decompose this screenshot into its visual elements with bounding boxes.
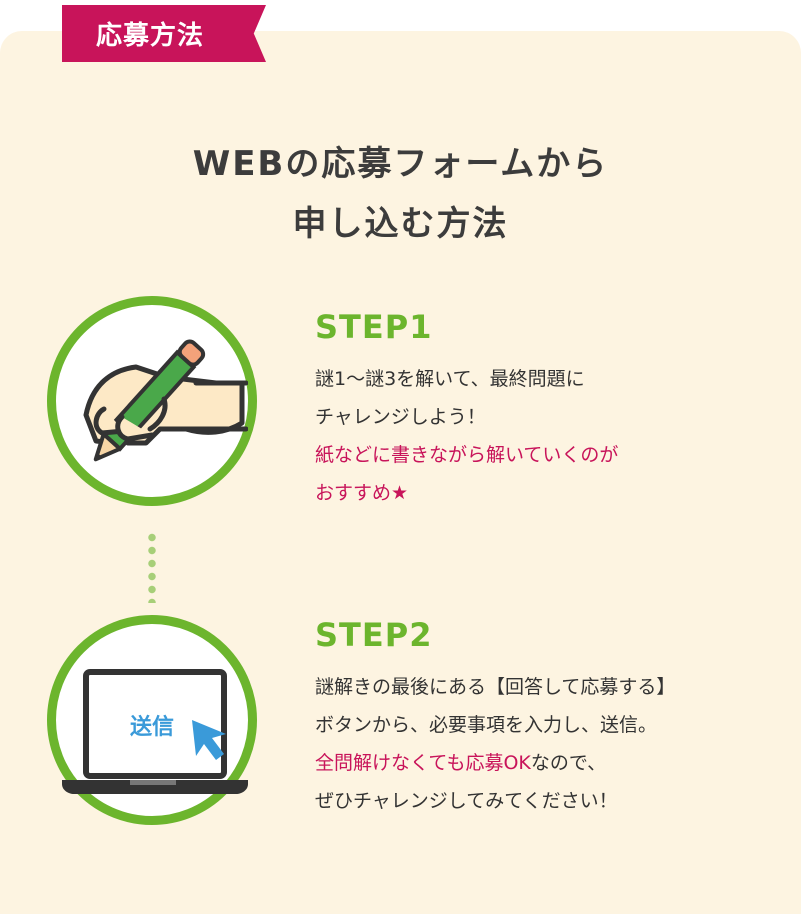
step1-description: 謎1〜謎3を解いて、最終問題に チャレンジしよう！ 紙などに書きながら解いていく… (315, 360, 618, 512)
headline-line1: WEBの応募フォームから (192, 144, 609, 184)
step2-label: STEP2 (315, 616, 433, 654)
hand-writing-pencil-icon (83, 339, 248, 462)
step2-line2: ボタンから、必要事項を入力し、送信。 (315, 714, 658, 736)
laptop-send-icon: 送信 (62, 669, 248, 794)
step1-label: STEP1 (315, 308, 433, 346)
step1-line1: 謎1〜謎3を解いて、最終問題に (315, 368, 585, 390)
screen-label: 送信 (130, 714, 174, 740)
step2-highlight: 全問解けなくても応募OK (315, 752, 531, 774)
section-tag: 応募方法 (62, 5, 266, 62)
step2-line3: 全問解けなくても応募OKなので、 (315, 744, 675, 782)
step2-line1: 謎解きの最後にある【回答して応募する】 (315, 676, 676, 698)
step1-highlight-line1: 紙などに書きながら解いていくのが (315, 444, 619, 466)
step-connector-dots (148, 531, 156, 603)
step2-illustration: 送信 (47, 615, 257, 825)
section-tag-label: 応募方法 (96, 21, 205, 51)
step1-highlight-line2: おすすめ★ (315, 482, 409, 504)
headline-line2: 申し込む方法 (292, 204, 509, 244)
step2-highlight-rest: なので、 (530, 752, 607, 774)
step2-line4: ぜひチャレンジしてみてください！ (315, 790, 618, 812)
step1-line2: チャレンジしよう！ (315, 406, 486, 428)
step1-illustration (47, 296, 257, 506)
step2-description: 謎解きの最後にある【回答して応募する】 ボタンから、必要事項を入力し、送信。 全… (315, 668, 675, 820)
